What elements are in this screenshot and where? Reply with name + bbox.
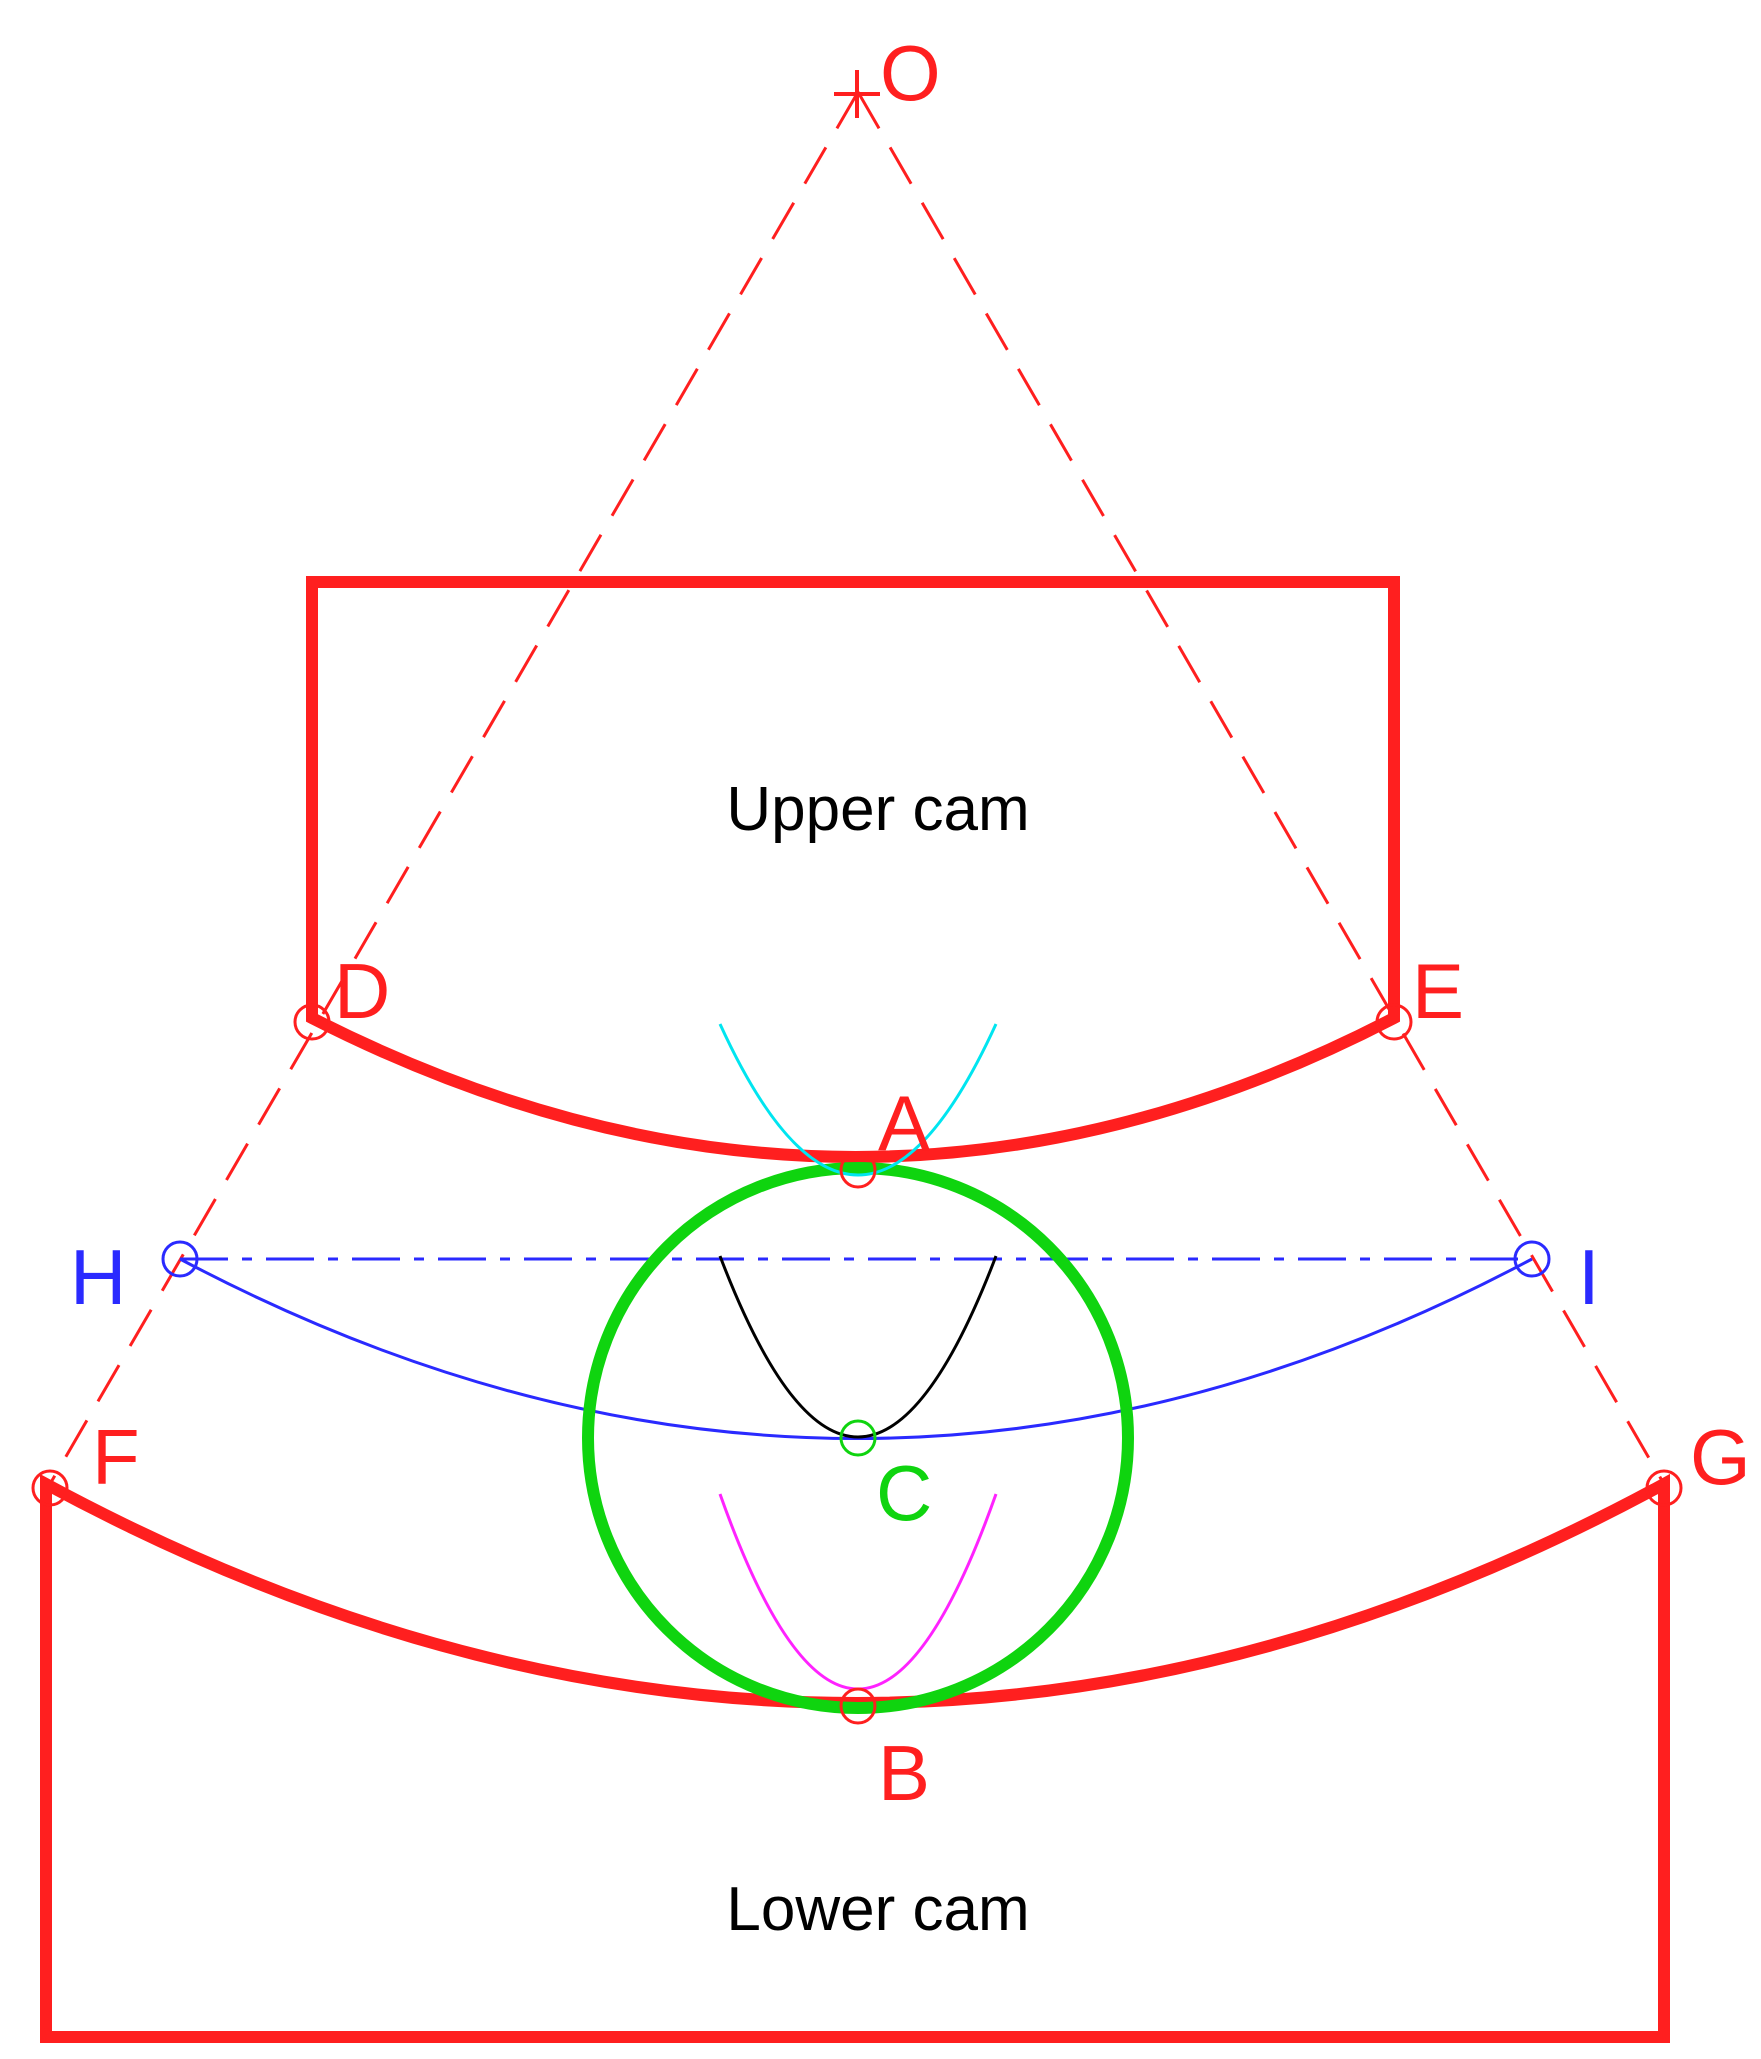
point-A-marker — [839, 1151, 877, 1189]
label-H: H — [70, 1233, 126, 1321]
center-parabola — [718, 1255, 998, 1439]
upper-cam-outline — [306, 576, 1400, 1163]
point-F-marker — [31, 1469, 69, 1507]
label-B: B — [878, 1729, 930, 1817]
roller-center-path-arc — [179, 1257, 1533, 1440]
label-O: O — [880, 29, 941, 117]
point-G-marker — [1645, 1469, 1683, 1507]
lower-contact-parabola — [718, 1493, 998, 1691]
label-I: I — [1578, 1233, 1600, 1321]
dashed-line-O-G — [856, 91, 1666, 1485]
label-A: A — [878, 1079, 930, 1167]
point-C-marker — [839, 1419, 877, 1457]
lower-cam-label: Lower cam — [726, 1875, 1029, 1944]
dashed-line-O-F — [48, 91, 860, 1485]
point-D-marker — [293, 1003, 331, 1041]
point-B-marker — [839, 1687, 877, 1725]
point-H-marker — [161, 1240, 199, 1278]
roller-circle — [582, 1162, 1134, 1714]
label-E: E — [1412, 947, 1464, 1035]
label-D: D — [334, 947, 390, 1035]
label-C: C — [876, 1449, 932, 1537]
label-G: G — [1690, 1413, 1751, 1501]
point-E-marker — [1375, 1003, 1413, 1041]
upper-contact-parabola — [718, 1023, 998, 1177]
lower-cam-outline — [40, 1473, 1670, 2043]
point-I-marker — [1513, 1240, 1551, 1278]
upper-cam-label: Upper cam — [726, 775, 1029, 844]
center-O-marker — [834, 70, 880, 118]
label-F: F — [92, 1413, 140, 1501]
